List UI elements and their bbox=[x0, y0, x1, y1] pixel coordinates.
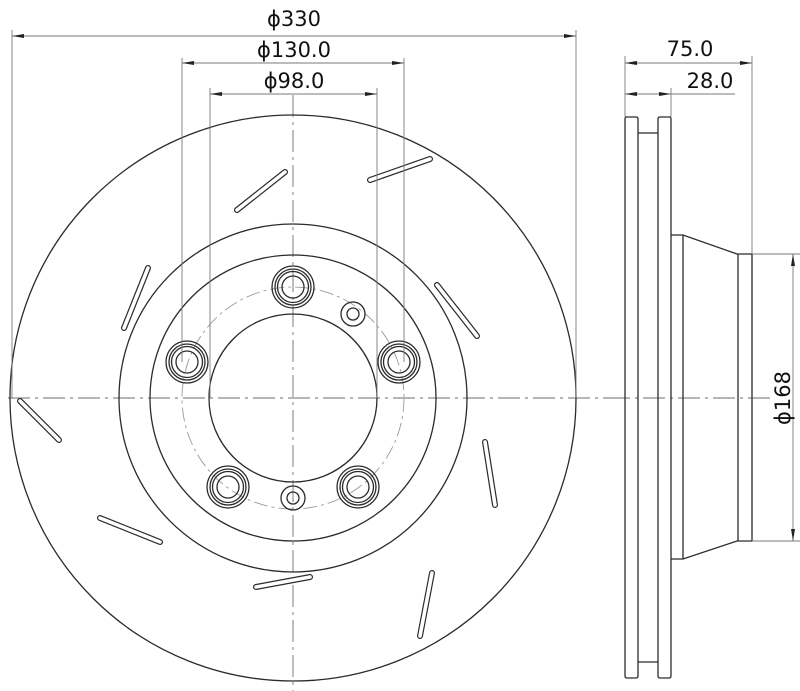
dimension-overall-height: 75.0 bbox=[624, 37, 753, 254]
hat-diameter-label: ϕ168 bbox=[771, 371, 795, 425]
inner-friction-plate bbox=[657, 116, 672, 679]
dimension-bolt-circle: ϕ130.0 bbox=[181, 38, 405, 362]
outer-friction-plate bbox=[624, 116, 639, 679]
outer-diameter-label: ϕ330 bbox=[267, 7, 321, 31]
front-view: ϕ330 ϕ130.0 ϕ98.0 bbox=[8, 7, 610, 691]
bolt-hole bbox=[271, 265, 315, 309]
bolt-hole bbox=[377, 340, 421, 384]
dimension-hat-diameter: ϕ168 bbox=[752, 253, 800, 542]
side-view: 75.0 28.0 ϕ168 bbox=[608, 37, 800, 679]
bolt-circle-label: ϕ130.0 bbox=[257, 38, 331, 62]
bolt-hole bbox=[336, 465, 380, 509]
bolt-hole bbox=[165, 340, 209, 384]
bolt-hole bbox=[206, 465, 250, 509]
hat-edge bbox=[149, 254, 437, 542]
dimension-disc-thickness: 28.0 bbox=[625, 69, 735, 117]
locating-hole bbox=[340, 301, 366, 327]
overall-height-label: 75.0 bbox=[667, 37, 714, 61]
disc-thickness-label: 28.0 bbox=[687, 69, 734, 93]
friction-ring-inner-edge bbox=[118, 223, 468, 573]
locating-hole bbox=[280, 485, 306, 511]
slots bbox=[17, 156, 498, 639]
dimension-center-bore: ϕ98.0 bbox=[209, 69, 378, 398]
bolt-holes bbox=[165, 265, 421, 509]
dimension-outer-diameter: ϕ330 bbox=[11, 7, 577, 398]
center-bore-label: ϕ98.0 bbox=[264, 69, 325, 93]
hat-profile bbox=[671, 234, 753, 560]
bolt-circle bbox=[181, 286, 405, 510]
